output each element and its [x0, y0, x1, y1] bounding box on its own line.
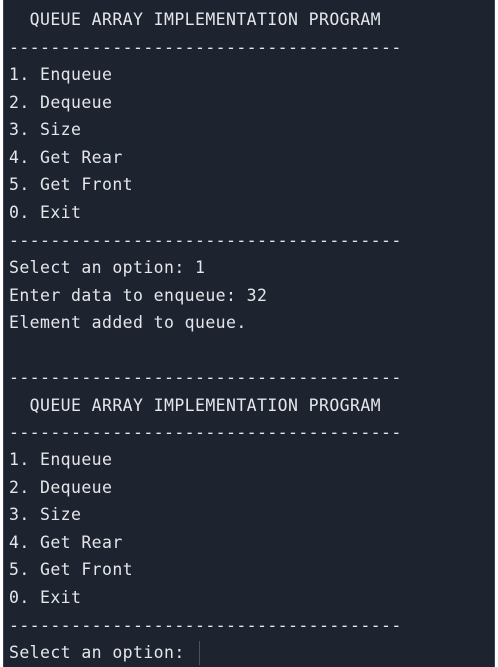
separator-line: -------------------------------------- [9, 38, 402, 57]
menu-item-enqueue: 1. Enqueue [9, 65, 113, 84]
terminal-left-border [3, 0, 4, 667]
terminal-right-border [494, 0, 495, 667]
menu-item-get-rear: 4. Get Rear [9, 148, 123, 167]
menu-item-size: 3. Size [9, 120, 82, 139]
menu-item-exit: 0. Exit [9, 588, 82, 607]
menu-item-dequeue: 2. Dequeue [9, 478, 113, 497]
menu-item-get-front: 5. Get Front [9, 560, 134, 579]
separator-line: -------------------------------------- [9, 423, 402, 442]
program-title: QUEUE ARRAY IMPLEMENTATION PROGRAM [9, 396, 382, 415]
separator-line: -------------------------------------- [9, 616, 402, 635]
menu-item-enqueue: 1. Enqueue [9, 450, 113, 469]
input-caret [199, 641, 200, 665]
menu-item-exit: 0. Exit [9, 203, 82, 222]
enqueue-data-prompt: Enter data to enqueue: 32 [9, 286, 268, 305]
program-title: QUEUE ARRAY IMPLEMENTATION PROGRAM [9, 10, 382, 29]
menu-item-size: 3. Size [9, 505, 82, 524]
separator-line: -------------------------------------- [9, 368, 402, 387]
terminal-output[interactable]: QUEUE ARRAY IMPLEMENTATION PROGRAM -----… [3, 0, 495, 667]
separator-line: -------------------------------------- [9, 231, 402, 250]
menu-item-get-rear: 4. Get Rear [9, 533, 123, 552]
menu-item-dequeue: 2. Dequeue [9, 93, 113, 112]
option-prompt: Select an option: 1 [9, 258, 206, 277]
status-message: Element added to queue. [9, 313, 247, 332]
menu-item-get-front: 5. Get Front [9, 175, 134, 194]
option-input-prompt[interactable]: Select an option: [9, 643, 196, 662]
